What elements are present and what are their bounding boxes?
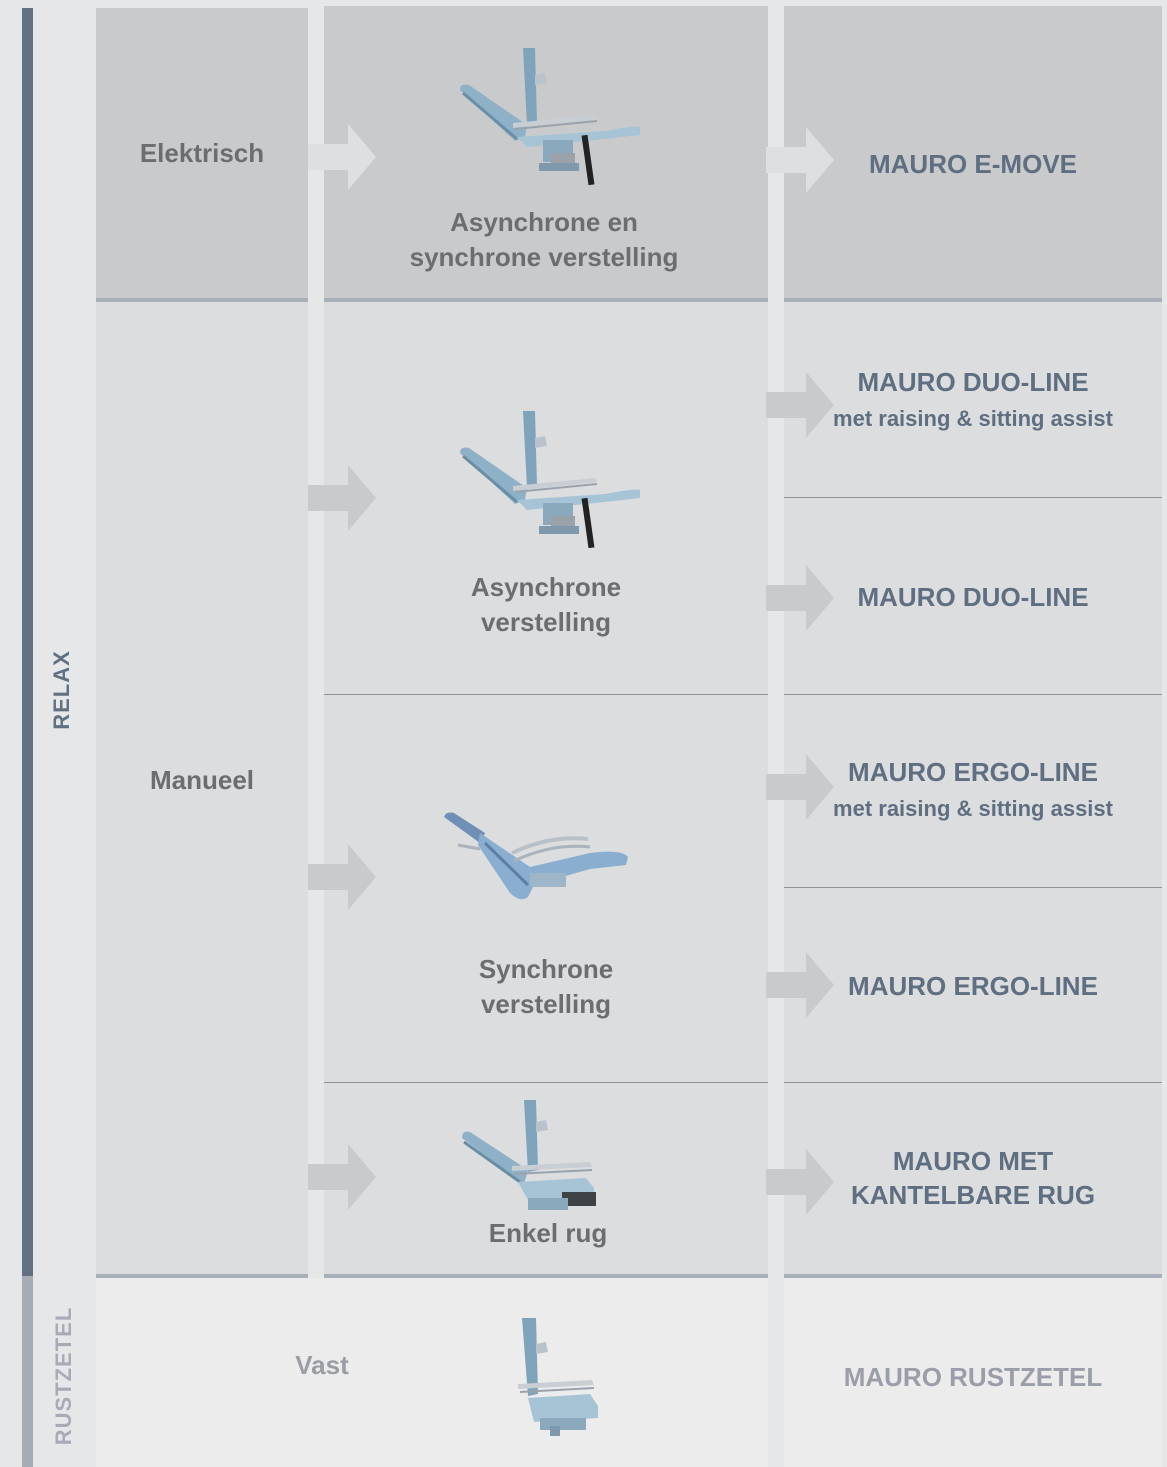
manueel-mechanism-panel [324, 302, 768, 1274]
rustzetel-bar [22, 1276, 33, 1467]
divider [324, 1082, 768, 1083]
recliner-chair-icon [460, 48, 640, 186]
arrow-right-icon [766, 952, 834, 1018]
manueel-models-panel [784, 302, 1162, 1274]
reclined-chair-icon [444, 812, 628, 900]
model-duo-line-assist: MAURO DUO-LINE met raising & sitting ass… [833, 367, 1113, 431]
divider [784, 1082, 1162, 1083]
relax-label: RELAX [49, 650, 74, 730]
model-ergo-line-assist: MAURO ERGO-LINE met raising & sitting as… [833, 757, 1113, 821]
rustzetel-panel [96, 1278, 768, 1467]
arrow-right-icon [766, 565, 834, 631]
arrow-right-icon [766, 754, 834, 820]
model-ergo-line: MAURO ERGO-LINE [848, 971, 1098, 1001]
arrow-right-icon [308, 844, 376, 910]
divider [96, 298, 308, 302]
model-duo-line: MAURO DUO-LINE [857, 582, 1089, 612]
divider [784, 497, 1162, 498]
arrow-right-icon [766, 372, 834, 438]
elektrisch-panel [96, 8, 308, 298]
model-rustzetel: MAURO RUSTZETEL [843, 1362, 1103, 1392]
arrow-right-icon [308, 1144, 376, 1210]
manueel-panel [96, 302, 308, 1274]
category-manueel: Manueel [149, 765, 255, 795]
divider [324, 1274, 768, 1278]
divider [324, 694, 768, 695]
mechanism-enkel-rug: Enkel rug [488, 1218, 608, 1248]
divider [784, 1274, 1162, 1278]
divider [96, 1274, 308, 1278]
arrow-right-icon [308, 124, 376, 190]
divider [784, 298, 1162, 302]
divider [324, 298, 768, 302]
recliner-chair-icon [460, 411, 640, 549]
rustzetel-label: RUSTZETEL [51, 1306, 76, 1446]
emove-panel [784, 6, 1162, 298]
relax-bar [22, 8, 33, 1276]
tilt-back-chair-icon [462, 1100, 596, 1210]
rustzetel-model-panel [784, 1278, 1162, 1467]
model-e-move: MAURO E-MOVE [869, 149, 1077, 179]
divider [784, 694, 1162, 695]
arrow-right-icon [308, 465, 376, 531]
category-elektrisch: Elektrisch [139, 138, 265, 168]
divider [784, 887, 1162, 888]
arrow-right-icon [766, 1149, 834, 1215]
arrow-right-icon [766, 127, 834, 193]
category-vast: Vast [295, 1350, 349, 1380]
fixed-chair-icon [518, 1318, 598, 1436]
